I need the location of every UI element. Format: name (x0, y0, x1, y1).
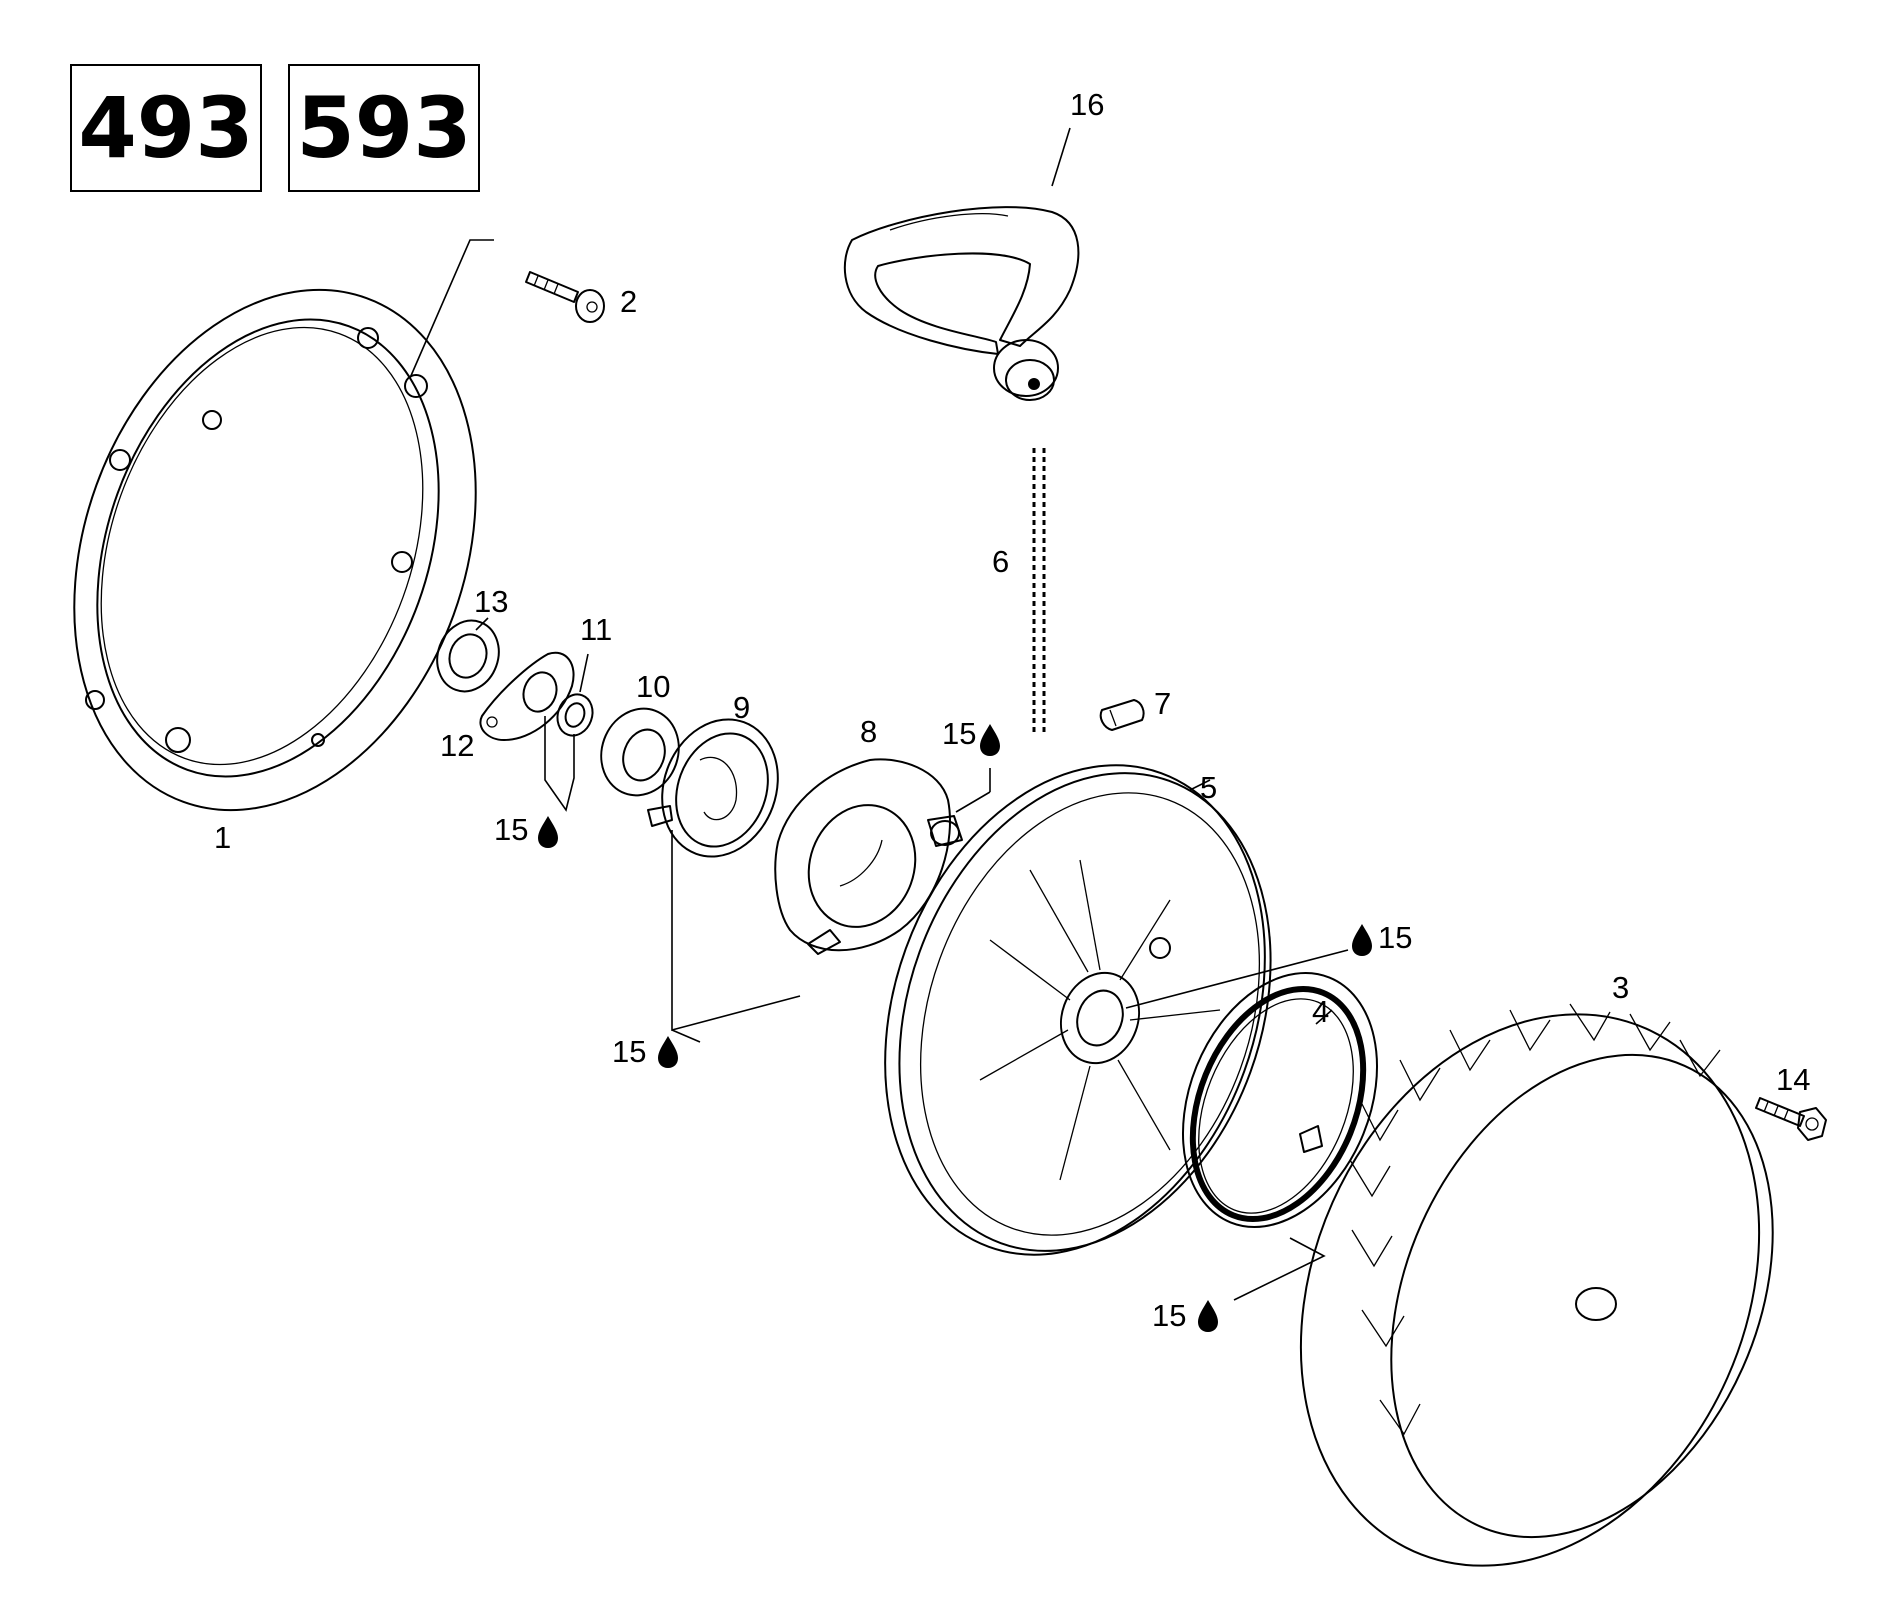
part-5-pulley (884, 764, 1272, 1256)
part-10-bushing (600, 707, 680, 797)
lube-callout-15: 15 (494, 812, 528, 847)
label-11: 11 (580, 612, 612, 647)
oil-drop-icon (538, 724, 1372, 1332)
part-3-cover (1299, 1003, 1774, 1567)
label-9: 9 (733, 690, 750, 725)
label-14: 14 (1776, 1062, 1810, 1097)
engine-model-493-box: 493 (70, 64, 262, 192)
part-9-plate (647, 718, 779, 858)
label-8: 8 (860, 714, 877, 749)
leader-lines (409, 127, 1349, 1301)
part-16-handle (843, 206, 1080, 401)
part-2-screw (525, 271, 605, 323)
label-10: 10 (636, 669, 670, 704)
label-12: 12 (440, 728, 474, 763)
lube-callout-15: 15 (1152, 1298, 1186, 1333)
part-11-washer (556, 693, 594, 737)
lube-callout-15: 15 (612, 1034, 646, 1069)
part-7-pawl (1099, 699, 1145, 731)
label-1: 1 (214, 820, 231, 855)
part-8-ratchet (774, 758, 963, 955)
part-14-bolt (1755, 1097, 1827, 1141)
engine-model-593-box: 593 (288, 64, 480, 192)
label-13: 13 (474, 584, 508, 619)
label-5: 5 (1200, 770, 1217, 805)
part-1-housing-ring (73, 288, 477, 812)
label-6: 6 (992, 544, 1009, 579)
label-3: 3 (1612, 970, 1629, 1005)
part-4-recoil-spring (1182, 972, 1378, 1228)
part-12-flange-plate (479, 651, 575, 741)
part-13-retaining-clip (436, 619, 500, 693)
label-7: 7 (1154, 686, 1171, 721)
lube-callout-15: 15 (942, 716, 976, 751)
label-16: 16 (1070, 87, 1104, 122)
part-6-rope (1032, 448, 1046, 734)
lube-callout-15: 15 (1378, 920, 1412, 955)
label-2: 2 (620, 284, 637, 319)
label-4: 4 (1312, 994, 1329, 1029)
